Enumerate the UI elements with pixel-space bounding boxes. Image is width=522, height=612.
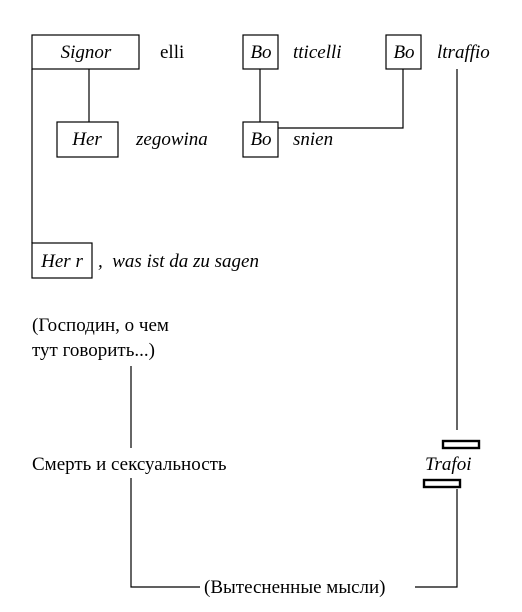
box-herr-frame xyxy=(31,242,93,279)
box-bo-botticelli-label: Bo xyxy=(250,42,271,63)
box-signor-label: Signor xyxy=(61,42,112,63)
fragment-was-ist-da-zu-sagen: , was ist da zu sagen xyxy=(98,251,259,272)
caption-smert: Смерть и сексуальность xyxy=(32,454,227,475)
box-bo-boltraffio-label: Bo xyxy=(393,42,414,63)
caption-gospodin-line2: тут говорить...) xyxy=(32,340,155,361)
fragment-zegowina: zegowina xyxy=(135,129,208,150)
trafoi-lower-bar xyxy=(422,478,462,489)
fragment-tticelli: tticelli xyxy=(293,42,342,63)
box-her: Her xyxy=(56,121,119,158)
box-herr: Her r xyxy=(31,242,93,279)
bo-boltraffio-to-bo-bosnien-line xyxy=(278,69,404,129)
trafoi-to-vytesnennye-line xyxy=(415,489,458,588)
fragment-snien: snien xyxy=(293,129,333,150)
box-her-label: Her xyxy=(71,129,102,150)
box-signor: Signor xyxy=(31,34,140,70)
box-bo-bosnien-frame xyxy=(242,121,279,158)
trafoi-upper-bar xyxy=(441,439,481,450)
caption-vytesnennye: (Вытесненные мысли) xyxy=(204,577,386,598)
box-bo-botticelli-frame xyxy=(242,34,279,70)
trafoi-label: Trafoi xyxy=(425,454,471,475)
fragment-ltraffio: ltraffio xyxy=(437,42,490,63)
box-bo-bosnien: Bo xyxy=(242,121,279,158)
caption-gospodin-line1: (Господин, о чем xyxy=(32,315,169,336)
connector-lines xyxy=(31,69,458,588)
box-her-frame xyxy=(56,121,119,158)
box-herr-label: Her r xyxy=(40,251,83,272)
box-bo-boltraffio-frame xyxy=(385,34,422,70)
box-bo-boltraffio: Bo xyxy=(385,34,422,70)
fragment-elli: elli xyxy=(160,42,184,63)
box-bo-botticelli: Bo xyxy=(242,34,279,70)
smert-to-vytesnennye-line xyxy=(130,478,200,588)
box-bo-bosnien-label: Bo xyxy=(250,129,271,150)
box-signor-frame xyxy=(31,34,140,70)
